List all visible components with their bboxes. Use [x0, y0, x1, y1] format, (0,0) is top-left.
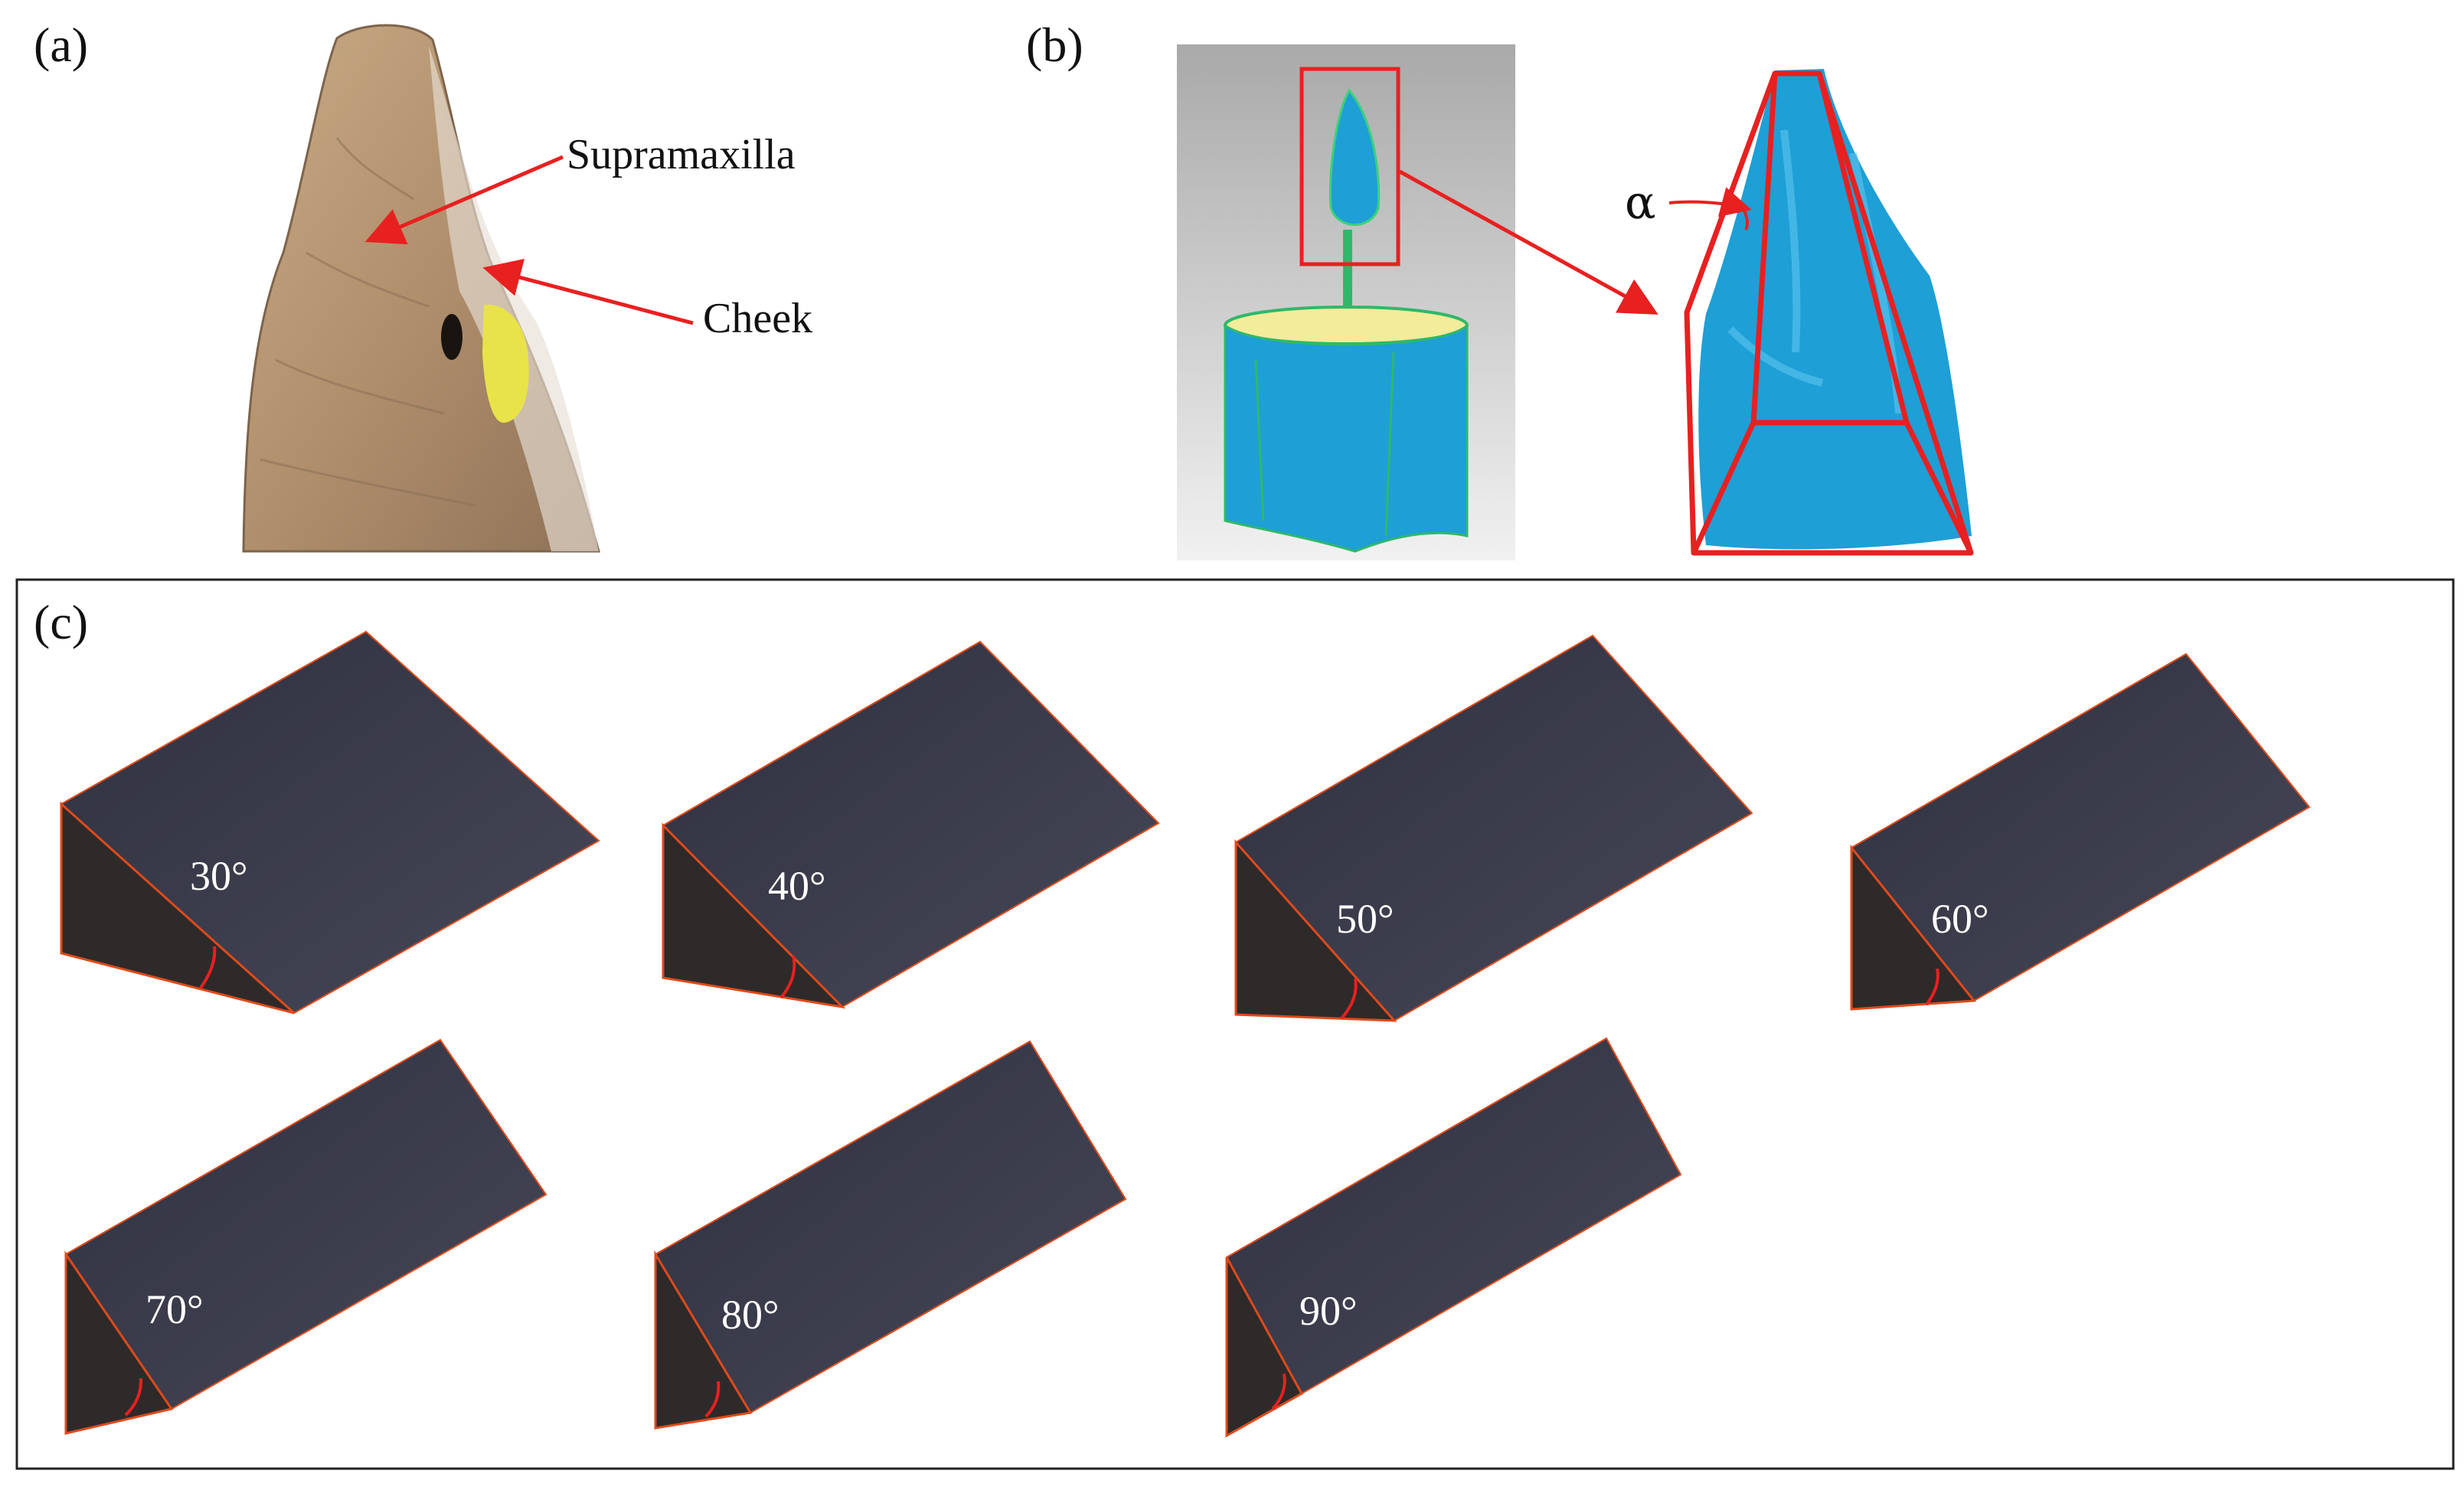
wedge-90-angle-label: 90° — [1299, 1288, 1358, 1334]
wedge-30-angle-label: 30° — [190, 853, 248, 899]
zoomed-specimen — [1684, 69, 1974, 556]
nostril — [441, 314, 462, 360]
lizard-head-photo — [242, 24, 600, 553]
wedge-90: 90° — [1225, 1037, 1682, 1438]
wedge-80: 80° — [654, 1040, 1127, 1430]
panel-c-frame — [15, 578, 2455, 1470]
wedge-60-angle-label: 60° — [1931, 896, 1989, 942]
panel-a-arrows — [364, 155, 694, 325]
panel-a-label: (a) — [34, 18, 89, 72]
supramaxilla-label: Supramaxilla — [567, 131, 796, 178]
cheek-label: Cheek — [703, 295, 813, 342]
alpha-symbol: α — [1625, 176, 1656, 230]
wedge-50: 50° — [1234, 634, 1753, 1022]
panel-b-label: (b) — [1026, 18, 1083, 72]
cheek-patch — [482, 304, 529, 423]
wedge-50-angle-label: 50° — [1336, 896, 1394, 942]
zoom-box — [1299, 67, 1400, 266]
wedge-80-angle-label: 80° — [721, 1292, 779, 1338]
zoom-arrow — [1398, 169, 1658, 315]
wedge-40-angle-label: 40° — [768, 863, 826, 909]
alpha-arc — [1737, 199, 1749, 230]
wedge-70: 70° — [64, 1038, 547, 1435]
wedge-60: 60° — [1850, 652, 2311, 1011]
wedge-70-angle-label: 70° — [145, 1286, 204, 1332]
wedge-40: 40° — [662, 640, 1160, 1009]
alpha-arrow — [1668, 187, 1752, 217]
panel-c-label: (c) — [34, 595, 89, 649]
wedge-30: 30° — [60, 630, 600, 1015]
scan-viewport — [1177, 44, 1515, 560]
